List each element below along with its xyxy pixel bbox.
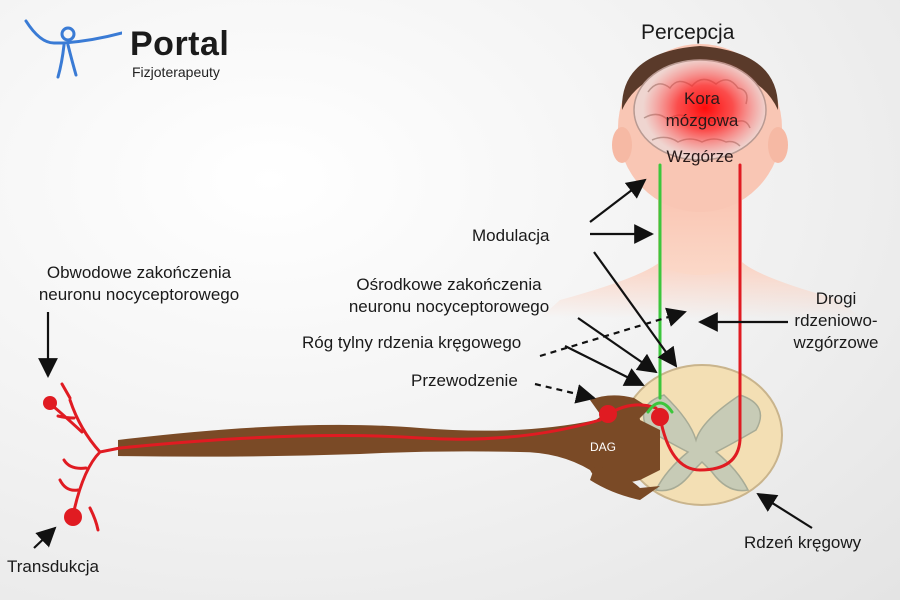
label-obwodowe-line1: Obwodowe zakończenia [46, 263, 232, 282]
nociceptor-ending-top [43, 396, 57, 410]
annotation-arrows [33, 178, 813, 549]
logo-title: Portal [130, 25, 230, 63]
label-kora-line2: mózgowa [665, 111, 739, 130]
spinal-cord-cross-section [621, 364, 783, 506]
label-drogi-line2: rdzeniowo- [794, 311, 878, 330]
label-osrodkowe-line1: Ośrodkowe zakończenia [356, 275, 542, 294]
label-osrodkowe-zakonczenia: Ośrodkowe zakończenia neuronu nocyceptor… [318, 274, 580, 318]
label-drogi-rdzeniowo-wzgorzowe: Drogi rdzeniowo- wzgórzowe [780, 288, 892, 354]
label-obwodowe-line2: neuronu nocyceptorowego [38, 285, 240, 304]
peripheral-nerve [118, 395, 660, 500]
label-rog-tylny: Róg tylny rdzenia kręgowego [302, 333, 522, 352]
label-percepcja: Percepcja [641, 21, 735, 44]
right-ear [768, 127, 788, 163]
person-arms-raised-icon [24, 19, 122, 79]
logo-subtitle: Fizjoterapeuty [132, 64, 220, 80]
label-rdzen-kregowy: Rdzeń kręgowy [744, 533, 862, 552]
brain-icon [633, 58, 767, 161]
label-kora-line1: Kora [684, 89, 720, 108]
label-transdukcja: Transdukcja [7, 557, 99, 576]
gray-matter [642, 394, 762, 492]
label-przewodzenie: Przewodzenie [411, 371, 518, 390]
peripheral-branches [46, 382, 122, 532]
left-ear [612, 127, 632, 163]
label-modulacja: Modulacja [472, 226, 550, 245]
brain-pain-glow [643, 58, 767, 158]
label-drogi-line3: wzgórzowe [793, 333, 879, 352]
label-kora-mozgowa: Kora mózgowa [640, 88, 764, 132]
nociceptor-ending-bottom [64, 508, 82, 526]
label-drogi-line1: Drogi [815, 289, 857, 308]
label-osrodkowe-line2: neuronu nocyceptorowego [348, 297, 550, 316]
ventral-root [590, 466, 660, 500]
label-obwodowe-zakonczenia: Obwodowe zakończenia neuronu nocyceptoro… [8, 262, 270, 306]
hair [621, 46, 779, 110]
shoulders [540, 262, 860, 318]
spinothalamic-tract [658, 163, 742, 472]
dag-ganglion-dot [599, 405, 617, 423]
label-dag: DAG [590, 440, 617, 454]
portal-fizjoterapeuty-logo[interactable]: Portal Fizjoterapeuty [22, 15, 252, 85]
label-wzgorze: Wzgórze [666, 147, 734, 166]
